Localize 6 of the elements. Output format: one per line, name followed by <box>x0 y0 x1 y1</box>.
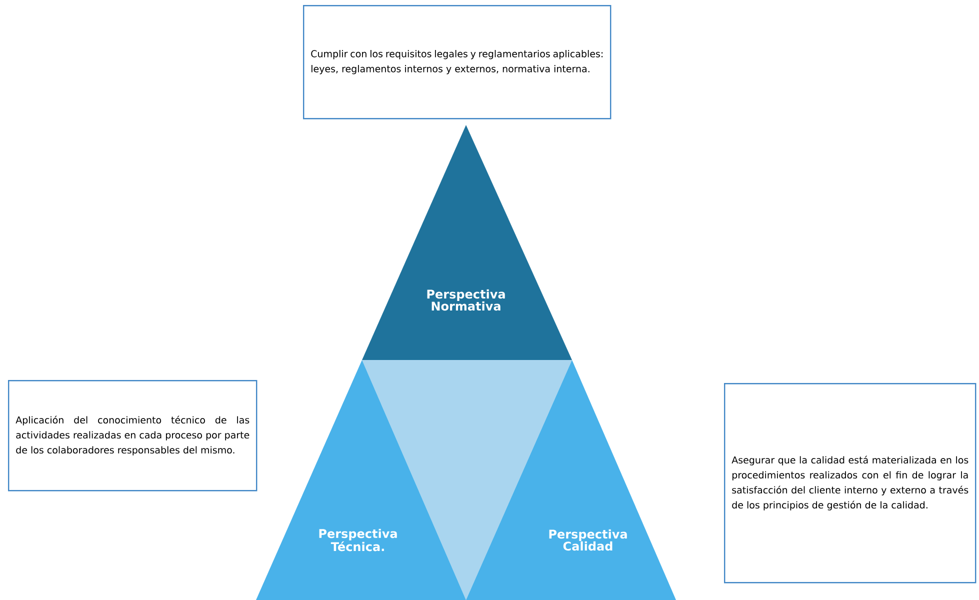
text-box: Asegurar que la calidad está materializada en los procedimientos realizados con el fin de lograr la satisfacción del cliente interno y externo a través de los principios de gestión de la calidad. <box>724 383 976 584</box>
triangle: Perspectiva Calidad <box>466 360 676 600</box>
triangle: Perspectiva Normativa <box>362 125 572 360</box>
text-box: Aplicación del conocimiento técnico de las actividades realizadas en cada proceso por parte de los colaboradores responsables del mismo. <box>8 380 258 492</box>
triangle: Perspectiva Técnica. <box>256 360 466 600</box>
text-box: Cumplir con los requisitos legales y reglamentarios aplicables: leyes, reglamentos internos y externos, normativa interna. <box>303 5 612 120</box>
